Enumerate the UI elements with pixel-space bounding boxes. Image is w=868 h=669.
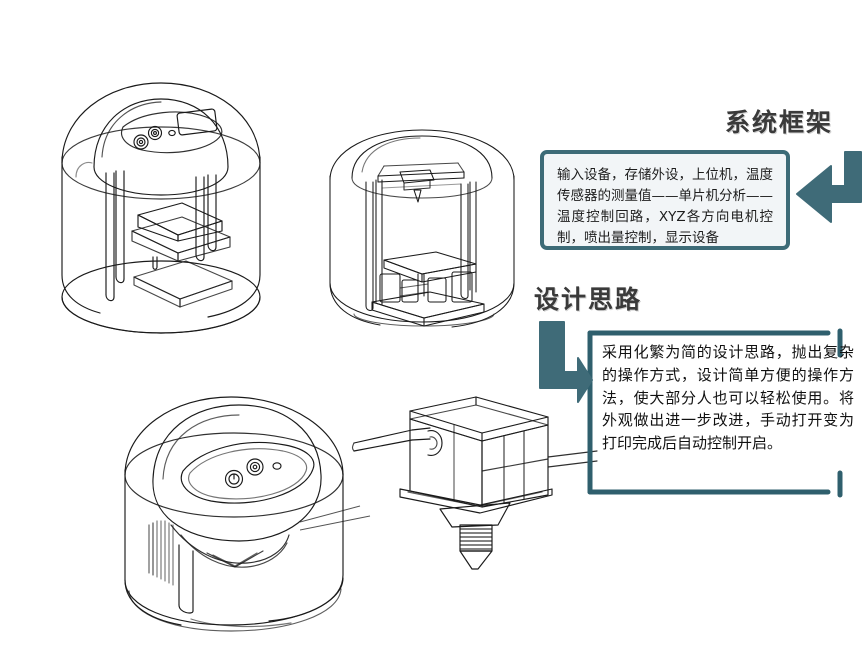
arrow-down-bent-icon xyxy=(539,321,593,403)
callout-box-design-approach: 采用化繁为简的设计思路，抛出复杂的操作方式，设计简单方便的操作方法，使大部分人也… xyxy=(582,325,868,500)
illustration-printer-top-left-view xyxy=(10,45,310,345)
illustration-printer-internal-view xyxy=(318,128,533,343)
arrow-left-bent-icon xyxy=(796,151,862,223)
illustration-printer-closed-view xyxy=(95,375,360,650)
callout-text-system-framework: 输入设备，存储外设，上位机，温度传感器的测量值——单片机分析——温度控制回路，X… xyxy=(557,167,773,246)
leader-lines xyxy=(300,505,371,531)
section-title-design-approach: 设计思路 xyxy=(534,285,643,314)
callout-text-design-approach: 采用化繁为简的设计思路，抛出复杂的操作方式，设计简单方便的操作方法，使大部分人也… xyxy=(602,343,854,453)
illustration-extruder-hotend-assembly xyxy=(351,385,598,570)
bracket-frame xyxy=(587,328,843,498)
section-title-system-framework: 系统框架 xyxy=(725,108,834,137)
callout-box-system-framework: 输入设备，存储外设，上位机，温度传感器的测量值——单片机分析——温度控制回路，X… xyxy=(540,150,790,250)
